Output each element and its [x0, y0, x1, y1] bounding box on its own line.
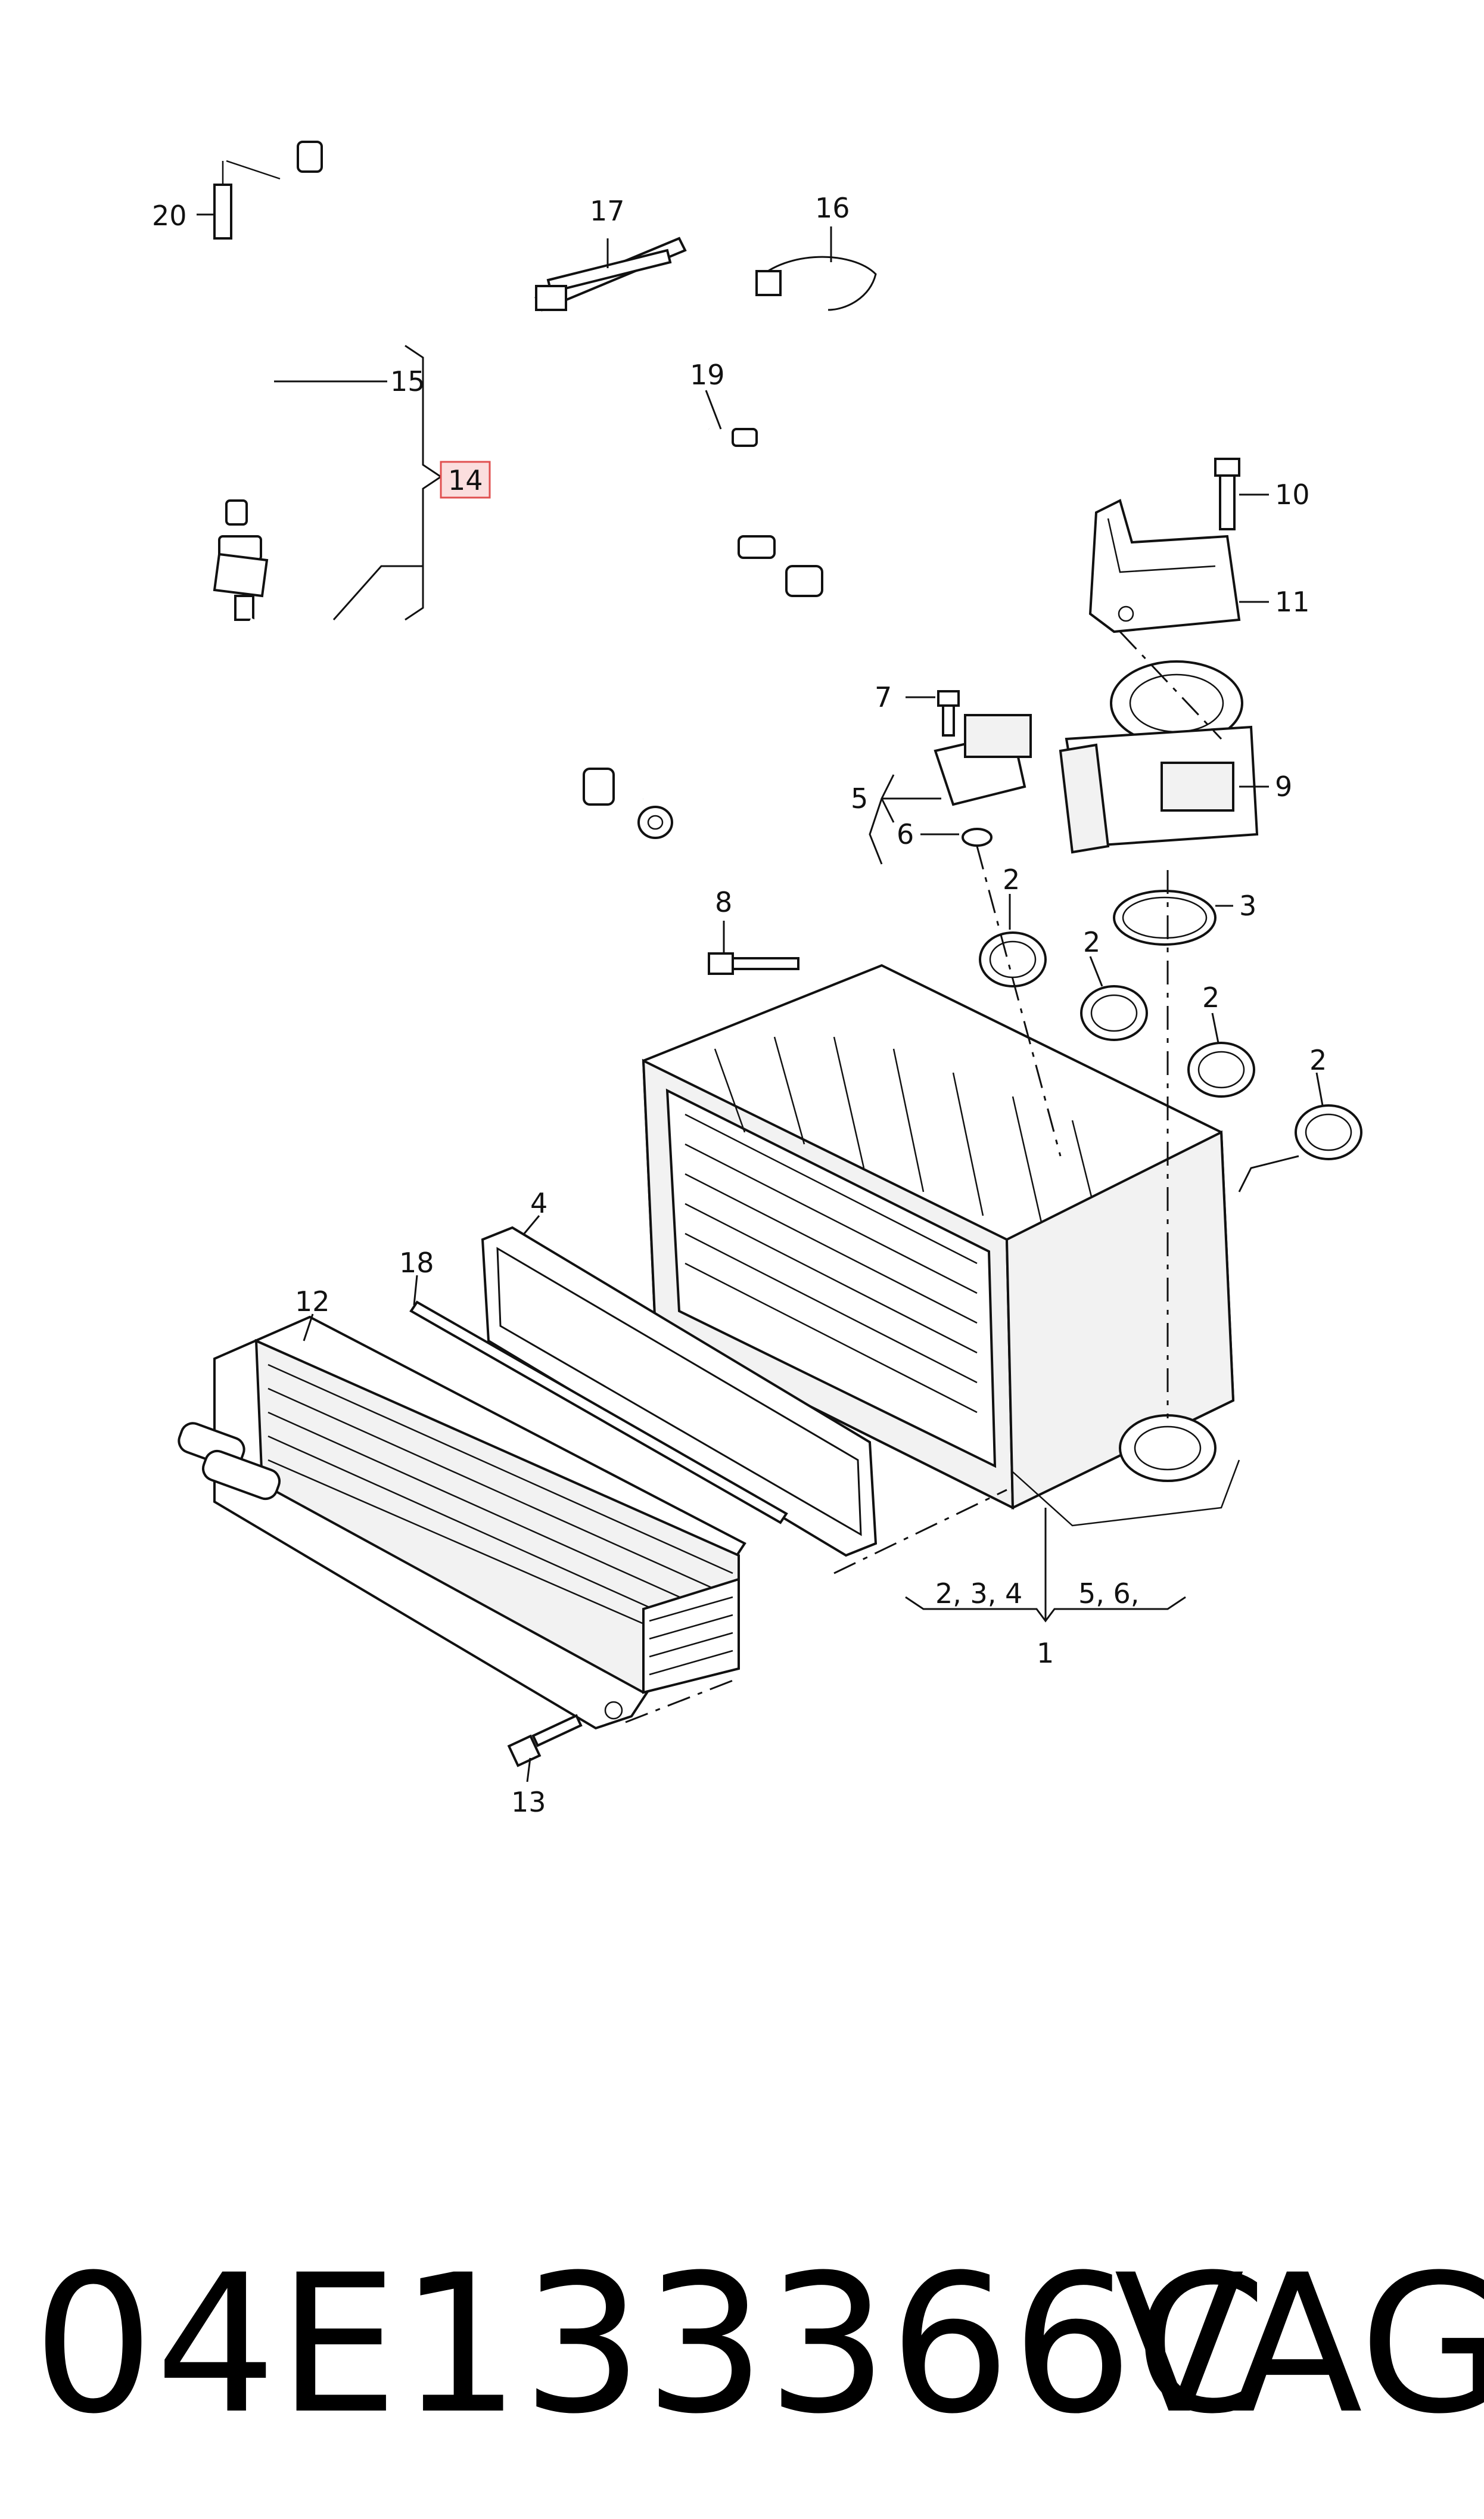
callout-2-a: 2 [1003, 864, 1020, 896]
callout-18: 18 [399, 1247, 434, 1279]
callout-group-right: 5, 6, [1078, 1577, 1139, 1610]
callout-10: 10 [1275, 479, 1310, 511]
assembly-lines [625, 630, 1222, 1723]
part-2-gasket-c [1187, 1042, 1255, 1098]
part-3-o-ring [1113, 890, 1217, 946]
part-4-gasket [481, 1226, 878, 1557]
part-13-bolt [507, 1714, 583, 1768]
part-17-clip [534, 237, 687, 312]
part-19-hose [707, 427, 785, 559]
callout-1: 1 [1037, 1637, 1054, 1669]
callout-2-b: 2 [1083, 926, 1100, 958]
part-12-charge-air-cooler [178, 1315, 746, 1730]
part-7-screw [937, 690, 960, 737]
part-20-vent-stub [213, 160, 281, 240]
callout-14-highlight [440, 461, 491, 499]
part-2-gasket-d [1295, 1104, 1362, 1160]
callout-12: 12 [295, 1285, 330, 1318]
callout-14: 14 [448, 464, 483, 496]
callout-2-d: 2 [1309, 1044, 1327, 1076]
callout-13: 13 [511, 1786, 546, 1818]
part-2-gasket-b [1080, 985, 1148, 1041]
callout-5: 5 [851, 782, 868, 815]
part-11-bracket [1088, 499, 1241, 633]
part-1-intake-manifold [642, 964, 1240, 1527]
part-18-seal-strip [409, 1300, 788, 1524]
callout-17: 17 [590, 195, 625, 227]
part-14-vent-line-assembly [213, 535, 823, 839]
callout-3: 3 [1239, 890, 1256, 922]
part-9-throttle-body [1059, 660, 1259, 854]
part-2-gasket-a [979, 931, 1047, 987]
callout-9: 9 [1275, 771, 1292, 803]
callout-7: 7 [875, 681, 892, 713]
part-number-label: 04E133366C [33, 2234, 1269, 2456]
callout-6: 6 [897, 818, 914, 850]
part-6-seal [962, 828, 993, 847]
part-15-breather-hose [225, 141, 325, 526]
callout-15: 15 [390, 365, 425, 397]
callout-11: 11 [1275, 586, 1310, 618]
callout-labels: 20 15 14 17 16 19 10 11 7 9 5 6 2 3 8 2 … [152, 192, 1327, 1818]
callout-2-c: 2 [1202, 981, 1219, 1014]
part-8-bolt [708, 952, 799, 975]
part-5-sensor [934, 714, 1032, 806]
callout-group-left: 2, 3, 4 [935, 1577, 1022, 1610]
brand-label: VAG [1114, 2234, 1484, 2456]
part-16-clamp [755, 256, 877, 311]
callout-19: 19 [690, 359, 725, 391]
callout-4: 4 [530, 1187, 547, 1219]
callout-8: 8 [715, 886, 732, 918]
callout-16: 16 [815, 192, 850, 224]
callout-20: 20 [152, 200, 187, 232]
part-10-bolt [1214, 458, 1240, 530]
